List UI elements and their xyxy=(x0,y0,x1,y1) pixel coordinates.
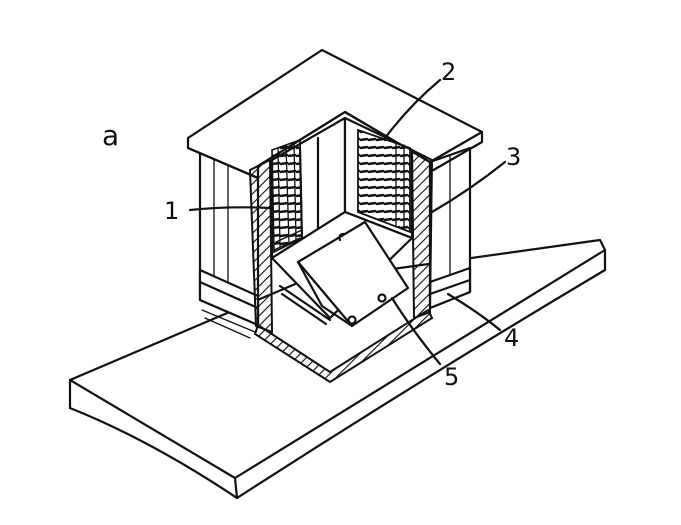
left-wall xyxy=(198,150,260,339)
insulation-left xyxy=(271,138,303,254)
label-5: 5 xyxy=(444,363,459,391)
cut-wall-sections xyxy=(248,148,434,384)
hatch-cover xyxy=(296,220,410,328)
label-2: 2 xyxy=(441,58,456,86)
leader-lines xyxy=(188,78,507,366)
right-wall xyxy=(428,146,472,310)
slatted-panel-right xyxy=(357,128,411,234)
label-4: 4 xyxy=(504,324,519,352)
figure-letter: a xyxy=(102,119,119,152)
label-3: 3 xyxy=(506,143,521,171)
label-1: 1 xyxy=(164,197,179,225)
